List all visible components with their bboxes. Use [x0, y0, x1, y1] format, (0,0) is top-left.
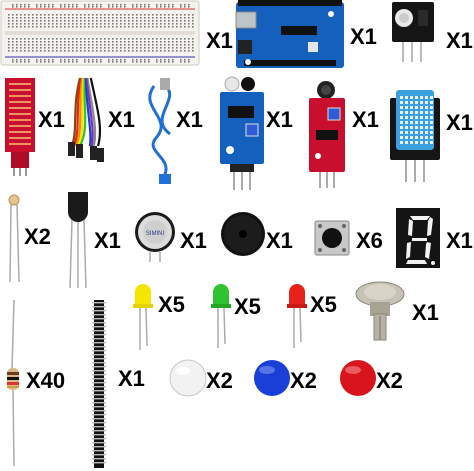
ir-obstacle-quantity: X1 — [266, 107, 293, 132]
sound-sensor-module — [308, 78, 348, 190]
dht11-sensor — [390, 88, 442, 184]
yellow-led-quantity: X5 — [158, 292, 185, 317]
temperature-transistor — [66, 190, 90, 290]
red-led-quantity: X5 — [310, 292, 337, 317]
green-led-quantity: X5 — [234, 294, 261, 319]
seven-segment-display — [396, 208, 442, 270]
yellow-led — [132, 282, 154, 352]
potentiometer-quantity: X1 — [412, 300, 439, 325]
white-cap-quantity: X2 — [206, 368, 233, 393]
arduino-quantity: X1 — [350, 24, 377, 49]
passive-buzzer-quantity: X1 — [266, 228, 293, 253]
photoresistor-quantity: X2 — [24, 224, 51, 249]
push-button — [312, 218, 352, 258]
green-led — [210, 282, 232, 352]
sound-sensor-quantity: X1 — [352, 107, 379, 132]
resistor-quantity: X40 — [26, 368, 66, 393]
transistor-quantity: X1 — [94, 228, 121, 253]
red-button-cap — [338, 358, 378, 398]
buzzer-label: SIMINI — [146, 231, 165, 237]
breadboard-quantity: X1 — [206, 28, 233, 53]
ir-receiver-module — [390, 0, 438, 66]
white-button-cap — [168, 358, 208, 398]
resistor — [2, 298, 24, 468]
seven-segment-quantity: X1 — [446, 228, 473, 253]
ir-obstacle-sensor — [218, 72, 266, 194]
jumper-wires-quantity: X1 — [108, 107, 135, 132]
push-button-quantity: X6 — [356, 228, 383, 253]
active-buzzer-quantity: X1 — [180, 228, 207, 253]
blue-cap-quantity: X2 — [290, 368, 317, 393]
photoresistor — [4, 194, 26, 284]
pin-header-quantity: X1 — [118, 366, 145, 391]
ir-receiver-quantity: X1 — [446, 28, 473, 53]
passive-buzzer — [220, 210, 266, 260]
breadboard — [0, 0, 200, 66]
pin-header — [92, 300, 108, 470]
active-buzzer: SIMINI — [134, 208, 176, 262]
arduino-board — [235, 0, 344, 70]
water-level-sensor — [2, 78, 42, 178]
jumper-wires — [66, 77, 106, 188]
water-sensor-quantity: X1 — [38, 107, 65, 132]
dht11-quantity: X1 — [446, 110, 473, 135]
red-cap-quantity: X2 — [376, 368, 403, 393]
potentiometer — [352, 278, 408, 342]
usb-cable-quantity: X1 — [176, 107, 203, 132]
usb-cable — [144, 78, 184, 188]
blue-button-cap — [252, 358, 292, 398]
red-led — [286, 282, 308, 352]
